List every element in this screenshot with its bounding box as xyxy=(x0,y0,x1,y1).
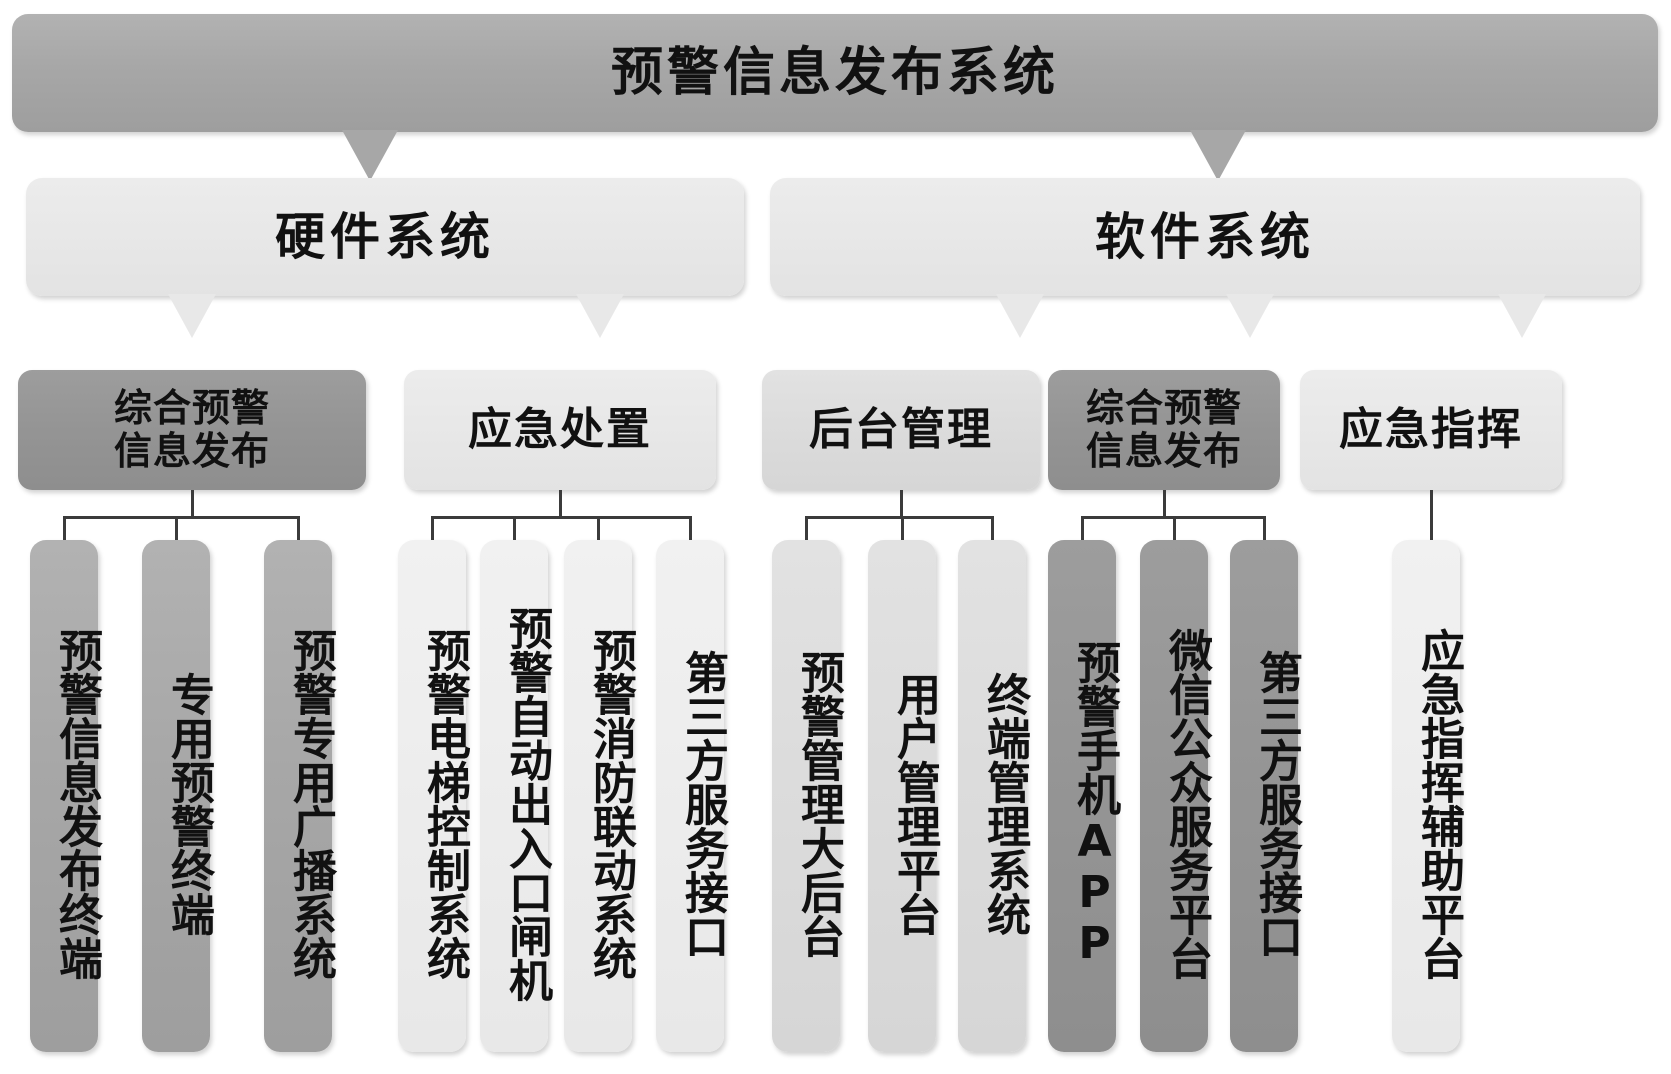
callout-tail-sw-backend xyxy=(996,294,1044,338)
level3-node-sw-publish: 综合预警信息发布 xyxy=(1048,370,1280,490)
level4-node-n11: 预警手机APP xyxy=(1048,540,1120,1052)
level3-node-label: 综合预警信息发布 xyxy=(113,386,270,473)
level4-node-label: 预警信息发布终端 xyxy=(51,628,102,980)
level4-node-label: 第三方服务接口 xyxy=(677,650,728,958)
level3-node-label: 综合预警信息发布 xyxy=(1085,386,1242,473)
level4-node-n2: 专用预警终端 xyxy=(142,540,214,1052)
level3-node-label: 后台管理 xyxy=(809,404,993,456)
level3-node-label: 应急处置 xyxy=(468,404,652,456)
connector-bar-hw-emerg xyxy=(431,516,691,519)
level3-node-hw-emerg: 应急处置 xyxy=(404,370,716,490)
connector-drop-n1 xyxy=(63,516,66,540)
callout-tail-hw-emergency xyxy=(576,294,624,338)
level4-node-n9: 用户管理平台 xyxy=(868,540,940,1052)
connector-drop-n7 xyxy=(689,516,692,540)
level4-node-n3: 预警专用广播系统 xyxy=(264,540,336,1052)
connector-drop-n10 xyxy=(991,516,994,540)
connector-drop-n4 xyxy=(431,516,434,540)
level4-node-n8: 预警管理大后台 xyxy=(772,540,844,1052)
level4-node-label: 用户管理平台 xyxy=(889,672,940,936)
callout-tail-software xyxy=(1190,130,1246,181)
level4-node-label: 终端管理系统 xyxy=(979,672,1030,936)
level3-node-sw-command: 应急指挥 xyxy=(1300,370,1562,490)
level3-node-hw-publish: 综合预警信息发布 xyxy=(18,370,366,490)
level4-node-label: 预警消防联动系统 xyxy=(585,628,636,980)
level4-node-n14: 应急指挥辅助平台 xyxy=(1392,540,1464,1052)
connector-bar-sw-backend xyxy=(805,516,993,519)
level4-node-label: 预警手机APP xyxy=(1069,639,1120,969)
level4-node-n7: 第三方服务接口 xyxy=(656,540,728,1052)
level4-node-label: 应急指挥辅助平台 xyxy=(1413,628,1464,980)
connector-drop-n2 xyxy=(175,516,178,540)
connector-drop-n3 xyxy=(297,516,300,540)
connector-stem-sw-backend xyxy=(900,490,903,516)
connector-stem-hw-publish xyxy=(191,490,194,516)
level4-node-label: 预警管理大后台 xyxy=(793,650,844,958)
callout-tail-hardware xyxy=(342,130,398,181)
connector-drop-n6 xyxy=(597,516,600,540)
level4-node-label: 微信公众服务平台 xyxy=(1161,628,1212,980)
level4-node-label: 预警电梯控制系统 xyxy=(419,628,470,980)
level2-node-software-system: 软件系统 xyxy=(770,178,1640,296)
connector-stem-sw-publish xyxy=(1163,490,1166,516)
connector-stem-hw-emerg xyxy=(559,490,562,516)
callout-tail-sw-publish xyxy=(1226,294,1274,338)
connector-stem-sw-command xyxy=(1430,490,1433,540)
level4-node-label: 专用预警终端 xyxy=(163,672,214,936)
connector-drop-n13 xyxy=(1263,516,1266,540)
connector-drop-n5 xyxy=(513,516,516,540)
level4-node-n5: 预警自动出入口闸机 xyxy=(480,540,552,1052)
connector-drop-n11 xyxy=(1081,516,1084,540)
level3-node-sw-backend: 后台管理 xyxy=(762,370,1040,490)
level4-node-n4: 预警电梯控制系统 xyxy=(398,540,470,1052)
level4-node-label: 第三方服务接口 xyxy=(1251,650,1302,958)
level4-node-n6: 预警消防联动系统 xyxy=(564,540,636,1052)
callout-tail-sw-command xyxy=(1498,294,1546,338)
level4-node-n1: 预警信息发布终端 xyxy=(30,540,102,1052)
level4-node-label: 预警自动出入口闸机 xyxy=(501,606,552,1002)
connector-drop-n12 xyxy=(1173,516,1176,540)
level4-node-n13: 第三方服务接口 xyxy=(1230,540,1302,1052)
level4-node-n12: 微信公众服务平台 xyxy=(1140,540,1212,1052)
connector-drop-n8 xyxy=(805,516,808,540)
callout-tail-hw-publish xyxy=(168,294,216,338)
level4-node-n10: 终端管理系统 xyxy=(958,540,1030,1052)
root-node-warning-info-release-system: 预警信息发布系统 xyxy=(12,14,1658,132)
level2-node-hardware-system: 硬件系统 xyxy=(26,178,744,296)
connector-drop-n9 xyxy=(901,516,904,540)
connector-bar-hw-publish xyxy=(63,516,299,519)
level3-node-label: 应急指挥 xyxy=(1339,404,1523,456)
level4-node-label: 预警专用广播系统 xyxy=(285,628,336,980)
